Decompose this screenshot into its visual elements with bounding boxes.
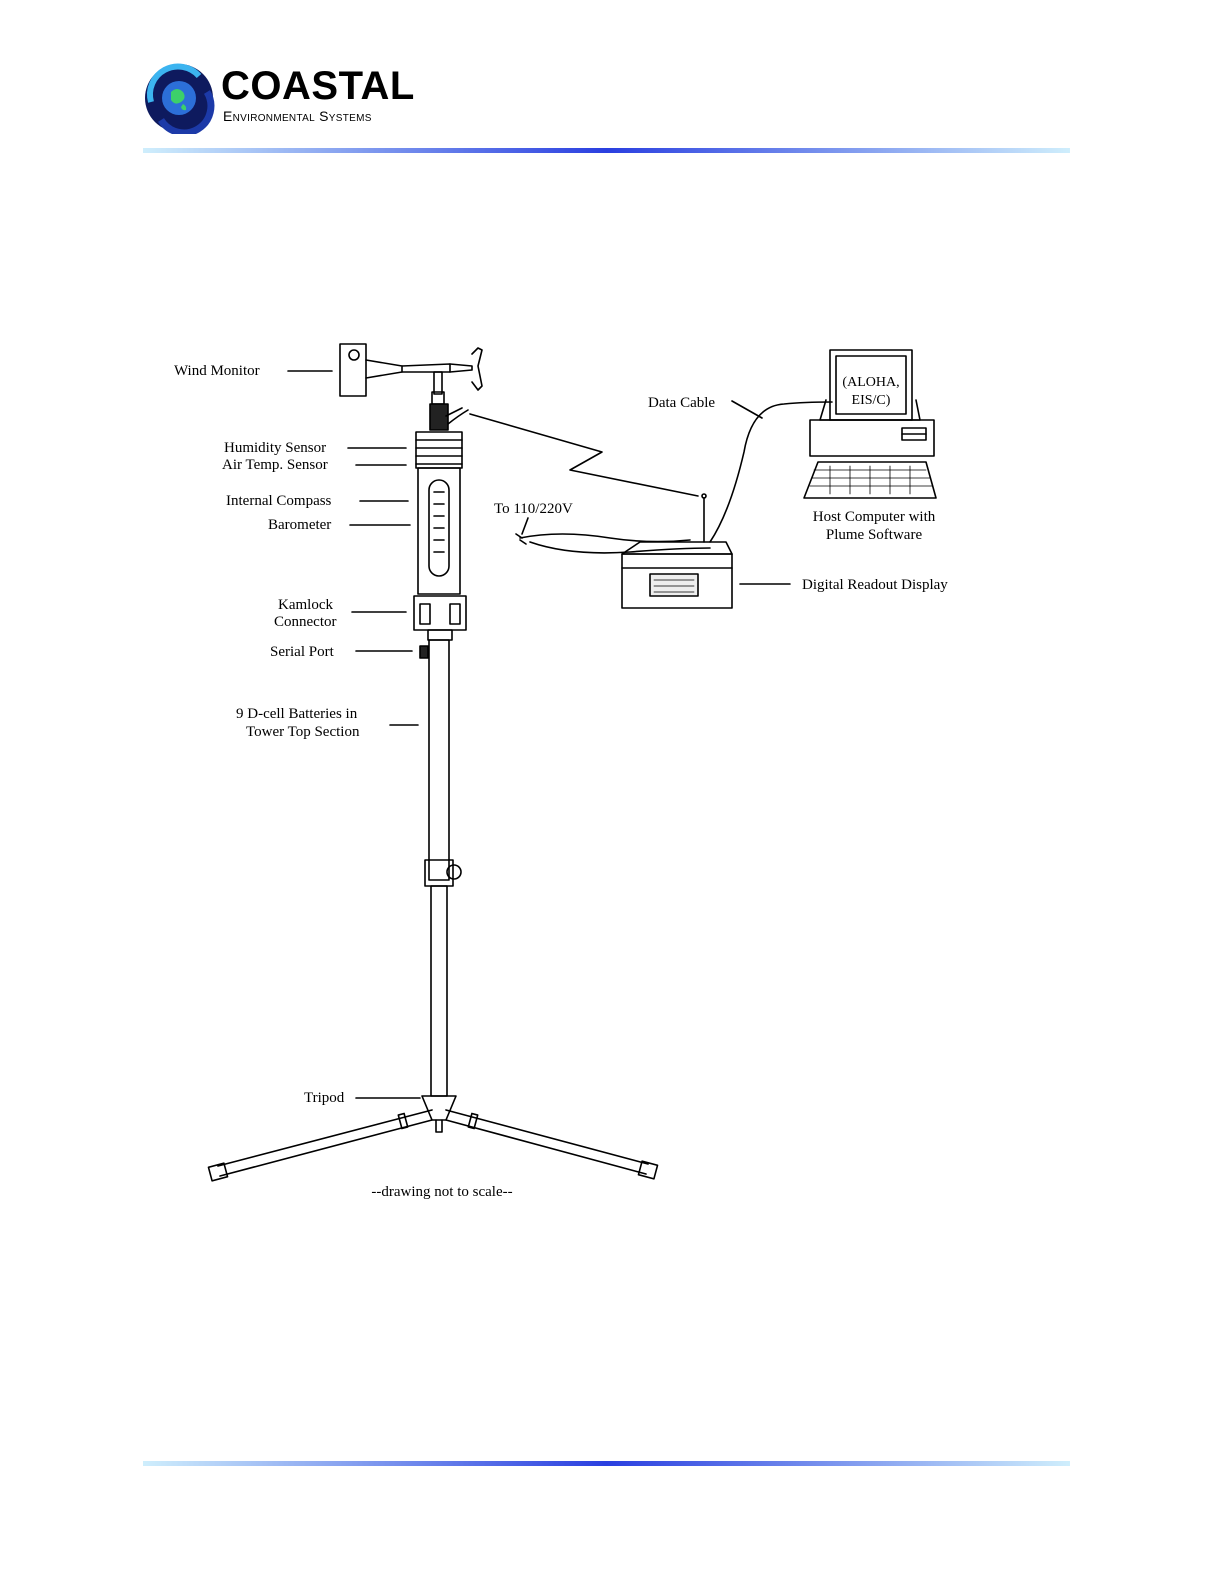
label-kamlock-line-2: Connector: [274, 614, 336, 630]
label-power: To 110/220V: [494, 501, 573, 517]
computer-icon: [803, 349, 937, 499]
company-logo: COASTAL Environmental Systems: [143, 62, 443, 136]
label-serial-port: Serial Port: [270, 644, 335, 660]
footer-rule: [143, 1461, 1070, 1466]
label-host-line-2: Plume Software: [826, 527, 923, 543]
label-barometer: Barometer: [268, 517, 331, 533]
wind-monitor-icon: [339, 343, 483, 405]
readout-box-icon: [621, 493, 733, 609]
label-batteries-line-2: Tower Top Section: [246, 724, 360, 740]
label-air-temp-sensor: Air Temp. Sensor: [222, 457, 328, 473]
label-data-cable: Data Cable: [648, 395, 715, 411]
label-humidity-sensor: Humidity Sensor: [224, 440, 326, 456]
label-readout: Digital Readout Display: [802, 577, 948, 593]
label-kamlock-line-1: Kamlock: [278, 597, 333, 613]
label-tripod: Tripod: [304, 1090, 345, 1106]
weather-station-diagram: (ALOHA, EIS/C) Wind Monitor Humidity Sen…: [174, 343, 948, 1200]
footnote: --drawing not to scale--: [371, 1184, 512, 1200]
header-rule: [143, 148, 1070, 153]
screen-line-1: (ALOHA,: [842, 375, 899, 390]
company-subtitle: Environmental Systems: [223, 108, 372, 124]
company-name: COASTAL: [221, 64, 415, 108]
label-internal-compass: Internal Compass: [226, 493, 332, 509]
label-batteries-line-1: 9 D-cell Batteries in: [236, 706, 358, 722]
label-host-line-1: Host Computer with: [813, 509, 936, 525]
screen-line-2: EIS/C): [852, 393, 891, 408]
globe-logo-icon: [145, 63, 215, 134]
label-wind-monitor: Wind Monitor: [174, 363, 260, 379]
